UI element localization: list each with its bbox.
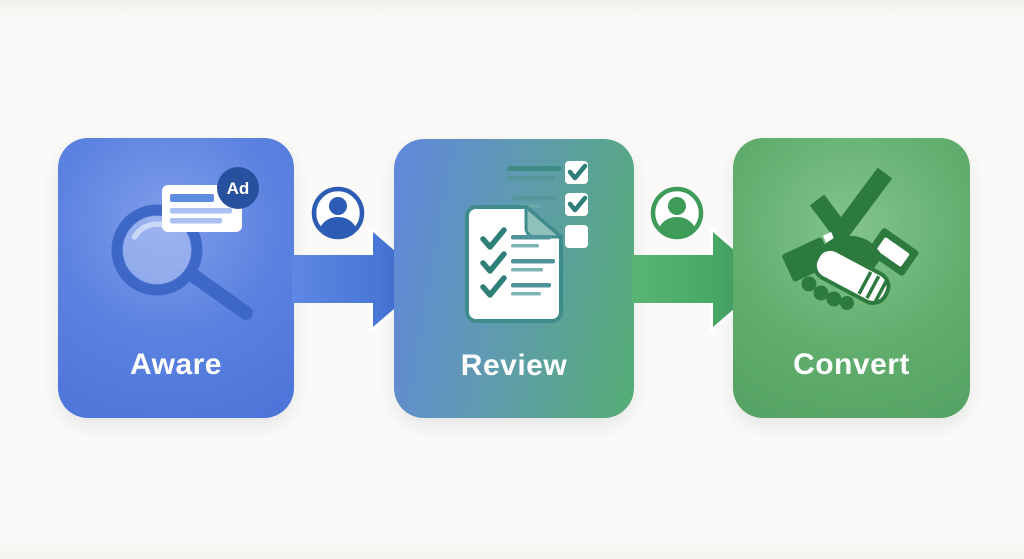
person-icon (650, 186, 704, 240)
search-ad-icon: Ad (111, 167, 259, 320)
handshake-check-icon (782, 167, 919, 310)
checklist-document-icon (465, 161, 588, 323)
step-label-review: Review (460, 349, 568, 382)
step-label-aware: Aware (129, 348, 222, 381)
step-card-convert: Convert (733, 138, 970, 418)
step-card-aware: Ad Aware (58, 138, 294, 418)
ad-badge (217, 167, 259, 209)
step-label-convert: Convert (793, 348, 910, 381)
step-card-review: Review (394, 139, 634, 418)
person-icon (311, 186, 365, 240)
ad-badge-label: Ad (227, 179, 250, 198)
